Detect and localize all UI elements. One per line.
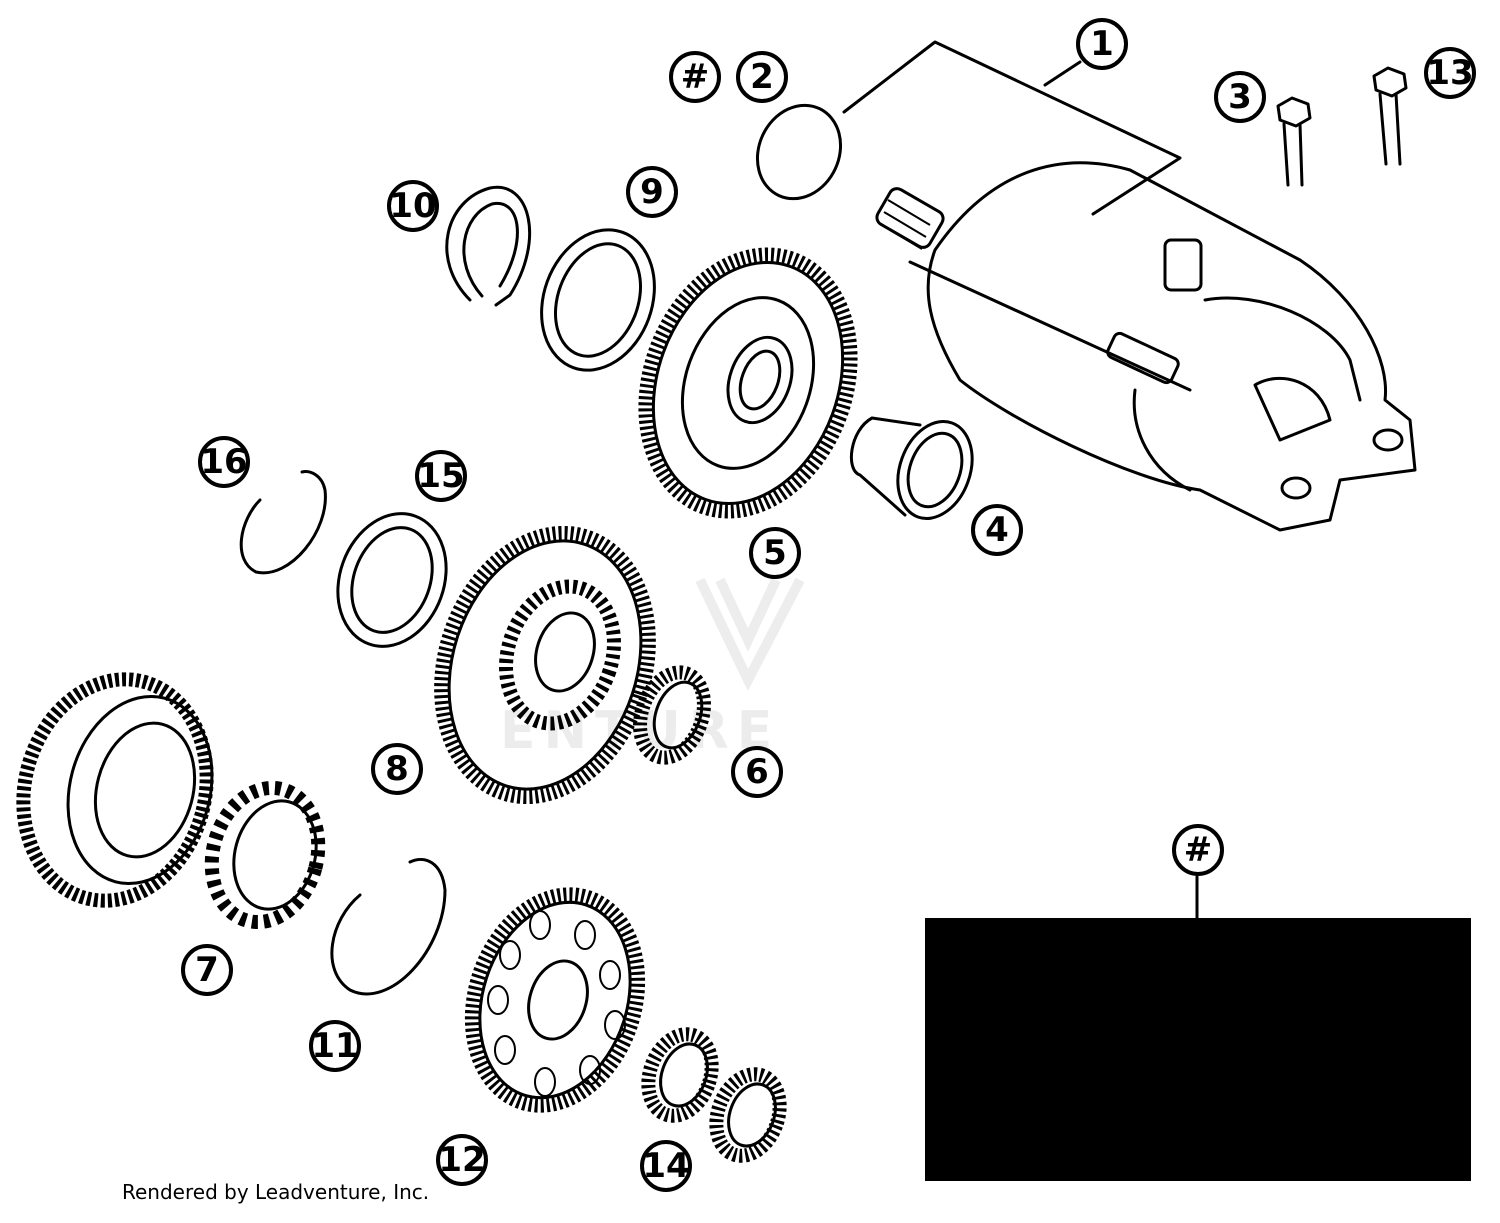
circlip-16	[239, 470, 327, 575]
callout-2-hash: #	[669, 51, 721, 103]
callout-1: 1	[1076, 18, 1128, 70]
callout-inset: #	[1172, 824, 1224, 876]
svg-text:14: 14	[642, 1146, 689, 1186]
callout-7: 7	[181, 944, 233, 996]
svg-text:4: 4	[985, 510, 1009, 550]
gear-8	[434, 525, 656, 805]
callout-5: 5	[749, 527, 801, 579]
svg-text:15: 15	[417, 456, 464, 496]
callout-3: 3	[1214, 71, 1266, 123]
svg-text:10: 10	[389, 186, 436, 226]
svg-text:1: 1	[1090, 24, 1114, 64]
o-ring	[755, 103, 843, 201]
svg-text:#: #	[681, 57, 710, 97]
bearing-4	[849, 416, 974, 520]
svg-text:6: 6	[745, 752, 769, 792]
render-credit: Rendered by Leadventure, Inc.	[122, 1180, 430, 1204]
callout-2: 2	[736, 51, 788, 103]
svg-text:12: 12	[438, 1140, 485, 1180]
leader-lines	[842, 40, 1199, 920]
svg-text:16: 16	[200, 442, 247, 482]
callout-8: 8	[371, 743, 423, 795]
svg-text:11: 11	[311, 1026, 358, 1066]
bolt-13	[1372, 66, 1408, 166]
callout-13: 13	[1424, 47, 1476, 99]
callout-16: 16	[198, 436, 250, 488]
svg-text:5: 5	[763, 533, 787, 573]
starter-motor	[875, 161, 1417, 532]
svg-text:2: 2	[750, 57, 774, 97]
svg-text:9: 9	[640, 172, 664, 212]
circlip-10	[445, 185, 532, 307]
bolt-3	[1276, 96, 1312, 187]
inset-panel	[925, 918, 1471, 1181]
callout-9: 9	[626, 166, 678, 218]
callout-11: 11	[309, 1020, 361, 1072]
callout-10: 10	[387, 180, 439, 232]
svg-text:3: 3	[1228, 77, 1252, 117]
needle-bearings-14	[641, 1027, 787, 1163]
svg-text:7: 7	[195, 950, 219, 990]
callout-12: 12	[436, 1134, 488, 1186]
washer-9	[540, 228, 656, 372]
callout-4: 4	[971, 504, 1023, 556]
svg-text:13: 13	[1426, 53, 1473, 93]
gear-12	[464, 887, 646, 1113]
freewheel-ring	[204, 780, 326, 930]
circlip-11	[330, 857, 447, 996]
callout-15: 15	[415, 450, 467, 502]
washer-15	[336, 512, 448, 648]
gear-5	[638, 247, 858, 519]
svg-text:8: 8	[385, 749, 409, 789]
callout-6: 6	[731, 746, 783, 798]
callout-14: 14	[640, 1140, 692, 1192]
bearing-6	[633, 665, 711, 765]
svg-text:#: #	[1184, 830, 1213, 870]
gear-7	[16, 672, 214, 908]
